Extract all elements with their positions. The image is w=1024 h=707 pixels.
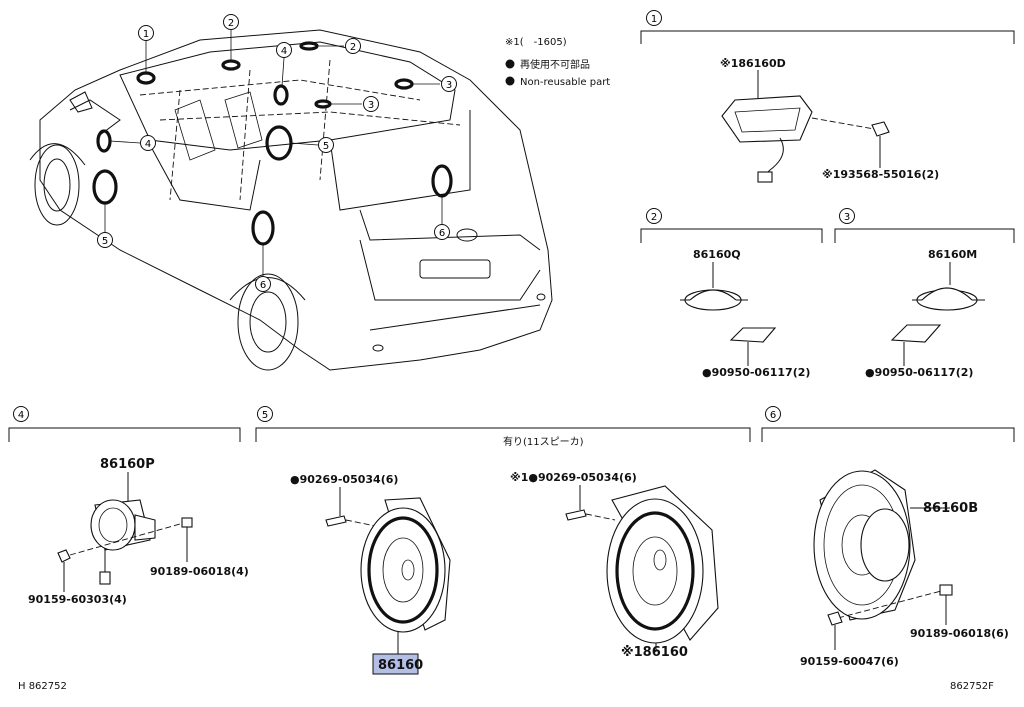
svg-text:4: 4	[145, 139, 151, 150]
svg-text:6: 6	[260, 280, 266, 291]
part-86160D-label: ※186160D	[720, 57, 786, 70]
part-90189-4-label: 90189-06018(4)	[150, 565, 249, 578]
callout-4-pillar: 4	[276, 42, 292, 58]
svg-text:6: 6	[770, 410, 776, 421]
part-90950-label: ●90950-06117(2)	[702, 366, 810, 379]
connector	[757, 171, 773, 183]
rivet-icon	[325, 515, 347, 527]
part-86160P-label: 86160P	[100, 457, 155, 472]
svg-text:4: 4	[281, 46, 287, 57]
part-90950-label: ●90950-06117(2)	[865, 366, 973, 379]
part-90189-6-label: 90189-06018(6)	[910, 627, 1009, 640]
svg-text:5: 5	[102, 236, 108, 247]
callout-1-roof: 1	[138, 25, 154, 41]
screw-icon	[827, 611, 843, 626]
part-86160-label: 86160	[378, 658, 423, 673]
callout-2-roof-a: 2	[223, 14, 239, 30]
part-86160B-label: 86160B	[923, 501, 978, 516]
screw-icon	[57, 549, 71, 563]
part-90159-60047-label: 90159-60047(6)	[800, 655, 899, 668]
section-4: 4 86160P 90189-06018(4) 90159-60303(4)	[8, 406, 249, 606]
part-86160Q-label: 86160Q	[693, 248, 741, 261]
footer-right: 862752F	[950, 681, 994, 692]
svg-text:2: 2	[651, 212, 657, 223]
part-86160-right-label: ※186160	[621, 645, 688, 660]
legend: ※1( -1605) 再使用不可部品 Non-reusable part	[505, 37, 610, 88]
highlight-box	[372, 653, 419, 675]
part-93568-label: ※193568-55016(2)	[822, 168, 939, 181]
vehicle-illustration	[29, 29, 553, 371]
svg-text:4: 4	[18, 410, 24, 421]
svg-text:1: 1	[651, 14, 657, 25]
callout-6-back: 6	[434, 224, 450, 240]
svg-text:1: 1	[143, 29, 149, 40]
pad-icon	[729, 327, 777, 343]
section-1: 1 ※186160D ※193568-55016(2)	[640, 10, 1015, 183]
callout-4-front: 4	[140, 135, 156, 151]
vehicle-callouts: 1 2 2 3 3 4 4 5 5 6 6	[97, 14, 457, 292]
legend-note: ※1( -1605)	[505, 37, 567, 48]
footer-left: H 862752	[18, 681, 67, 692]
legend-nonreusable-en: Non-reusable part	[520, 77, 610, 88]
callout-3-roof-b: 3	[363, 96, 379, 112]
part-90269-left-label: ●90269-05034(6)	[290, 473, 398, 486]
section-3: 3 86160M ●90950-06117(2)	[834, 208, 1015, 379]
part-90269-right-label: ※1●90269-05034(6)	[510, 471, 637, 484]
clip-icon	[939, 584, 953, 596]
connector	[99, 571, 111, 585]
speaker-86160-right	[606, 498, 704, 644]
callout-2-roof-b: 2	[345, 38, 361, 54]
callout-3-roof-a: 3	[441, 76, 457, 92]
svg-text:5: 5	[323, 141, 329, 152]
pad-icon	[890, 324, 942, 343]
callout-6-side: 6	[255, 276, 271, 292]
part-90159-60303-label: 90159-60303(4)	[28, 593, 127, 606]
tweeter-housing	[721, 95, 813, 143]
screw-icon	[871, 121, 890, 137]
section-6: 6 86160B 90159-60047(6) 90189-06018(6)	[761, 406, 1015, 668]
svg-text:3: 3	[844, 212, 850, 223]
nonreusable-dot-icon	[505, 59, 515, 69]
section-2: 2 86160Q ●90950-06117(2)	[640, 208, 823, 379]
svg-text:5: 5	[262, 410, 268, 421]
callout-5-front-door: 5	[97, 232, 113, 248]
legend-nonreusable-jp: 再使用不可部品	[520, 58, 590, 71]
part-86160M-label: 86160M	[928, 248, 977, 261]
nonreusable-dot-icon	[505, 76, 515, 86]
clip-icon	[181, 517, 193, 528]
svg-text:3: 3	[368, 100, 374, 111]
callout-5-rear-door: 5	[318, 137, 334, 153]
section-5: 5 有り(11スピーカ) ●90269-05034(6) 86160 ※1●90…	[255, 406, 751, 675]
rivet-icon	[565, 509, 587, 521]
svg-text:6: 6	[439, 228, 445, 239]
speaker-86160	[360, 507, 446, 633]
svg-text:3: 3	[446, 80, 452, 91]
svg-text:2: 2	[228, 18, 234, 29]
svg-text:2: 2	[350, 42, 356, 53]
section-5-header: 有り(11スピーカ)	[503, 435, 584, 448]
speaker-86160P	[90, 499, 136, 551]
